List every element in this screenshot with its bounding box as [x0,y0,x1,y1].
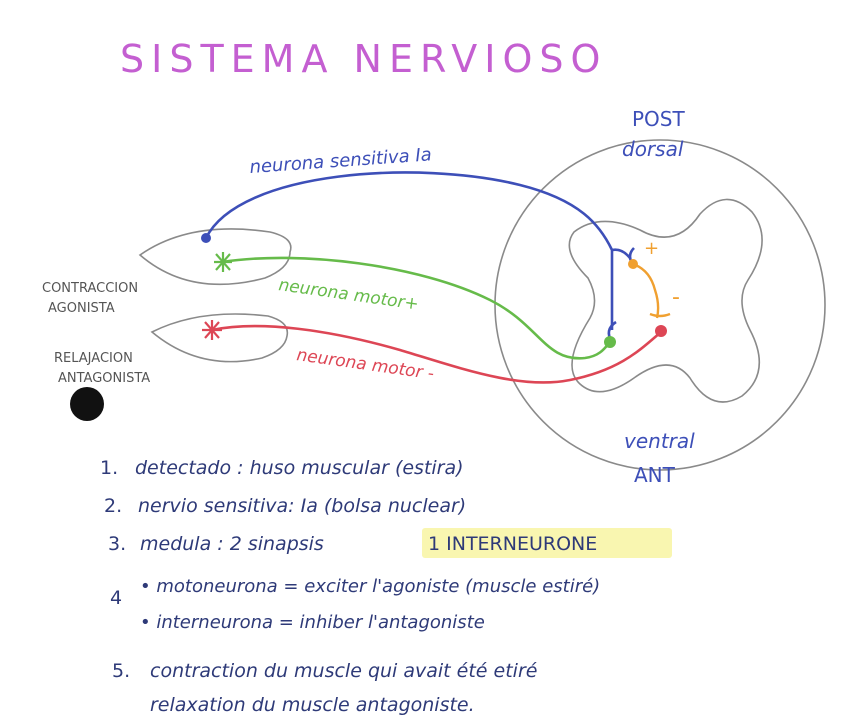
contraction-label-line1: CONTRACCION [42,281,138,296]
motor-minus-soma [655,325,667,337]
contraction-label-line2: AGONISTA [48,301,115,316]
note-5-number: 5. [112,660,130,682]
motor-plus-neuron-path [221,256,611,360]
sensory-receptor-dot [201,233,211,243]
note-3-number: 3. [108,533,126,555]
motor-minus-label: neurona motor - [295,345,435,384]
note-2-text: nervio sensitiva: Ia (bolsa nuclear) [138,495,466,517]
excitatory-synapse-sign: + [644,238,659,259]
note-4b-text: • interneurona = inhiber l'antagoniste [140,612,485,633]
motor-minus-terminal-icon [202,320,222,340]
notes-list: 1. detectado : huso muscular (estira) 2.… [100,457,672,716]
note-1-number: 1. [100,457,118,479]
note-2-number: 2. [104,495,122,517]
motor-plus-terminal-icon [214,252,232,272]
sensory-branch-upper [611,248,632,259]
interneuron-path [632,262,660,319]
interneuron-synapse-cup [649,312,671,318]
note-5b-text: relaxation du muscle antagoniste. [150,694,475,716]
spinal-cord-outline [494,139,826,471]
dorsal-label: dorsal [622,137,684,161]
motor-minus-neuron-path [211,324,662,384]
sensory-neuron-path [204,171,614,330]
note-1-text: detectado : huso muscular (estira) [135,457,464,479]
note-4a-text: • motoneurona = exciter l'agoniste (musc… [140,576,600,597]
highlight-marker [422,528,672,558]
note-3-highlight: 1 INTERNEURONE [428,533,597,555]
black-dot [70,387,104,421]
ant-label: ANT [634,463,676,487]
relaxation-label-line1: RELAJACION [54,351,133,366]
motor-plus-label: neurona motor+ [277,275,420,314]
ventral-label: ventral [624,429,695,453]
note-3-text: medula : 2 sinapsis [140,533,324,555]
inhibitory-synapse-sign: - [672,285,680,310]
note-4-number: 4 [110,587,122,609]
motor-plus-soma [604,336,616,348]
agonist-muscle [138,228,292,286]
antagonist-muscle [150,313,289,363]
page-title: SISTEMA NERVIOSO [120,37,607,81]
relaxation-label-line2: ANTAGONISTA [58,371,150,386]
grey-matter-outline [568,198,763,403]
note-5a-text: contraction du muscle qui avait été etir… [150,660,537,682]
post-label: POST [632,107,685,131]
